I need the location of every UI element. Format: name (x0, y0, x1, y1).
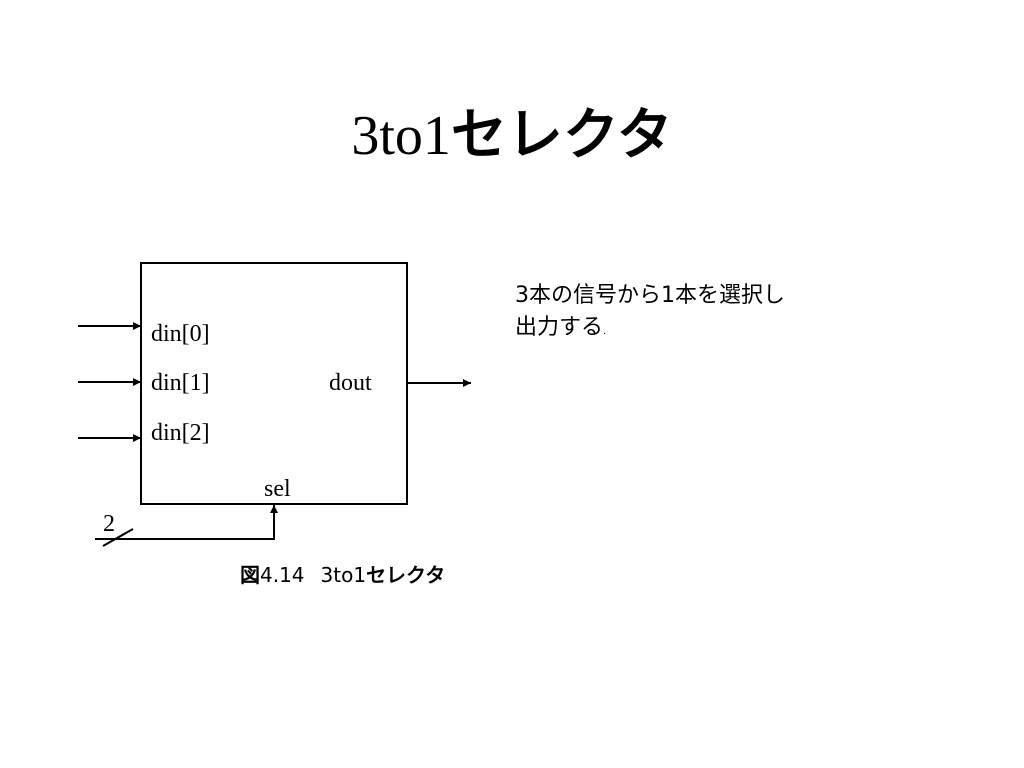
slide-title-japanese: セレクタ (450, 103, 673, 168)
slide-title: 3to1セレクタ (0, 96, 1024, 176)
figure-caption: 図4.14 3to1セレクタ (240, 561, 445, 589)
input-label-din1: din[1] (151, 370, 210, 396)
description-line-1: 3本の信号から1本を選択し (515, 283, 785, 308)
description-text: 3本の信号から1本を選択し 出力する. (515, 280, 875, 348)
select-signal-line (95, 505, 278, 540)
caption-name-latin: 3to1 (320, 563, 367, 587)
selector-block (140, 262, 408, 505)
input-label-din2: din[2] (151, 420, 210, 446)
caption-figure-label: 図 (240, 563, 260, 587)
caption-figure-number: 4.14 (260, 563, 305, 587)
output-label-dout: dout (329, 370, 372, 396)
description-line-2-text: 出力する (515, 315, 604, 340)
bus-width-slash (102, 528, 134, 547)
input-label-din0: din[0] (151, 321, 210, 347)
description-period: . (603, 326, 607, 337)
slide-title-latin: 3to1 (351, 105, 451, 167)
bus-width-label: 2 (103, 511, 115, 537)
caption-name-japanese: セレクタ (366, 563, 446, 587)
select-label-sel: sel (264, 476, 291, 502)
description-line-2: 出力する. (515, 312, 875, 348)
